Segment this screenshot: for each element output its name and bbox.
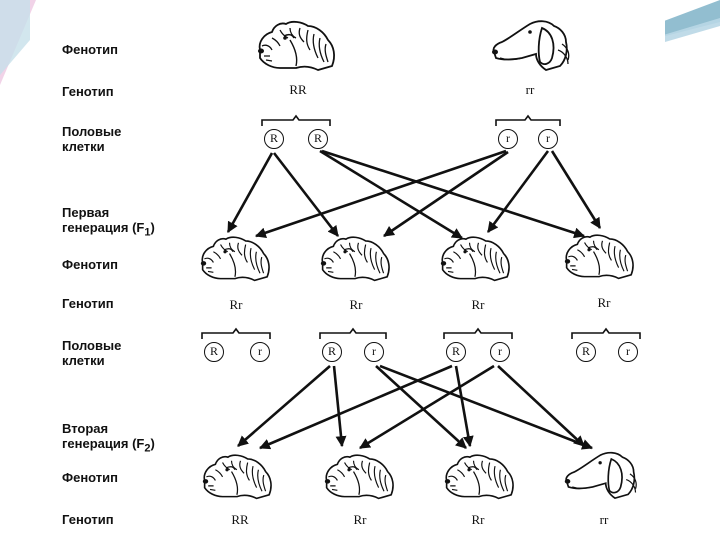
inheritance-arrow (272, 152, 340, 237)
gamete-bracket (201, 327, 271, 339)
f1-genotype-2: Rr (349, 297, 363, 312)
inheritance-arrow (258, 364, 453, 450)
f1-dog-3-icon (440, 236, 510, 282)
gamete-parent-left-1: R (264, 129, 284, 149)
label-f1-title: Первая генерация (F1) (62, 205, 155, 239)
gamete-bracket (319, 327, 387, 339)
f1-dog-2-icon (320, 236, 390, 282)
gamete-parent-left-2: R (308, 129, 328, 149)
label-genotype-parents: Генотип (62, 84, 114, 99)
f2-genotype-1: RR (231, 512, 249, 527)
gamete-f1-4-r: r (618, 342, 638, 362)
f2-genotype-2: Rr (353, 512, 367, 527)
inheritance-arrow (321, 149, 586, 239)
gamete-parent-right-1: r (498, 129, 518, 149)
f1-dog-4-icon (564, 234, 634, 280)
gamete-f1-2-r: r (364, 342, 384, 362)
label-f2-title: Вторая генерация (F2) (62, 421, 155, 455)
f2-dog-1-icon (202, 454, 272, 500)
gamete-bracket (443, 327, 513, 339)
gamete-f1-1-R: R (204, 342, 224, 362)
label-genotype-f1: Генотип (62, 296, 114, 311)
f2-genotype-3: Rr (471, 512, 485, 527)
parent-right-dog-icon (492, 20, 570, 71)
corner-decoration-left (0, 0, 36, 85)
inheritance-arrow (383, 150, 509, 238)
parent-left-genotype: RR (289, 82, 307, 97)
label-gametes-parents: Половые клетки (62, 124, 122, 154)
inheritance-arrow (454, 365, 474, 448)
label-phenotype-f1: Фенотип (62, 257, 119, 272)
f1-genotype-4: Rr (597, 295, 611, 310)
inheritance-arrow (486, 150, 550, 233)
f1-genotype-1: Rr (229, 297, 243, 312)
f1-genotype-3: Rr (471, 297, 485, 312)
inheritance-arrow (359, 364, 495, 450)
gamete-parent-right-2: r (538, 129, 558, 149)
gamete-f1-2-R: R (322, 342, 342, 362)
gamete-bracket (495, 114, 561, 126)
gamete-f1-3-r: r (490, 342, 510, 362)
label-genotype-f2: Генотип (62, 512, 114, 527)
gamete-bracket (261, 114, 331, 126)
inheritance-arrow (550, 150, 602, 229)
label-gametes-f1: Половые клетки (62, 338, 122, 368)
gamete-f1-4-R: R (576, 342, 596, 362)
inheritance-arrow (319, 149, 463, 240)
inheritance-arrow (379, 364, 594, 450)
inheritance-arrow (226, 152, 274, 233)
parent-left-dog-icon (258, 20, 335, 71)
gamete-f1-3-R: R (446, 342, 466, 362)
f2-genotype-4: rr (599, 512, 609, 527)
gamete-f1-1-r: r (250, 342, 270, 362)
label-phenotype-parents: Фенотип (62, 42, 119, 57)
gamete-bracket (571, 327, 641, 339)
label-phenotype-f2: Фенотип (62, 470, 119, 485)
f2-dog-3-icon (444, 454, 514, 500)
f1-dog-1-icon (200, 236, 270, 282)
f2-dog-2-icon (324, 454, 394, 500)
parent-right-genotype: rr (525, 82, 535, 97)
inheritance-arrow (332, 365, 347, 448)
inheritance-arrow (254, 149, 507, 239)
f2-dog-4-icon (564, 451, 637, 500)
inheritance-arrow (375, 365, 467, 449)
inheritance-arrow (497, 365, 585, 447)
inheritance-arrow (237, 365, 331, 447)
